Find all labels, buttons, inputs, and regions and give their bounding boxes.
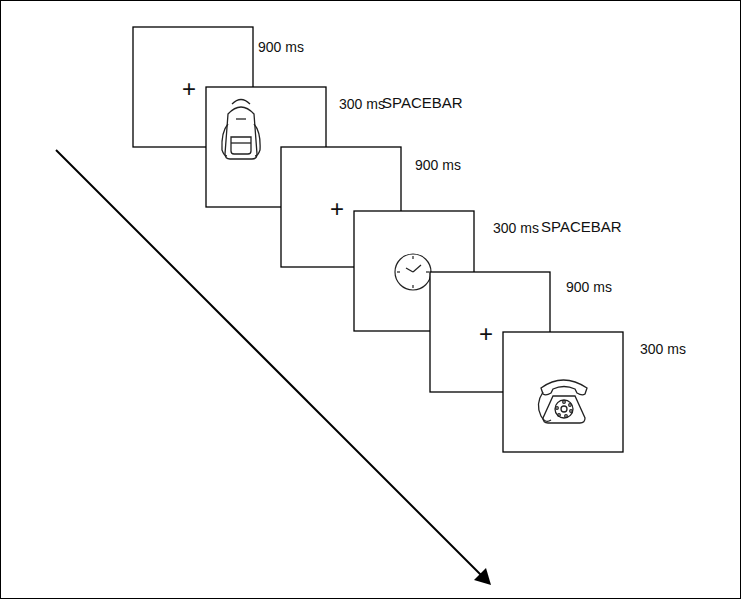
fixation-cross: + — [182, 76, 196, 102]
stimulus-frame: 300 ms — [503, 332, 623, 452]
fixation-frame: +900 ms — [133, 27, 253, 147]
stimulus-frame — [503, 332, 623, 452]
fixation-frame: +900 ms — [430, 272, 550, 392]
duration-label: 300 ms — [339, 97, 385, 112]
stimulus-frame: 300 msSPACEBAR — [206, 87, 326, 207]
response-key-label: SPACEBAR — [541, 219, 622, 236]
duration-label: 300 ms — [640, 342, 686, 357]
duration-label: 900 ms — [258, 40, 304, 55]
arrow-head — [474, 568, 491, 585]
fixation-frame: +900 ms — [281, 147, 401, 267]
duration-label: 900 ms — [566, 280, 612, 295]
fixation-cross: + — [330, 196, 344, 222]
stimulus-frame: 300 msSPACEBAR — [354, 211, 474, 331]
fixation-cross: + — [479, 321, 493, 347]
time-arrow — [56, 150, 484, 578]
telephone-icon — [538, 380, 587, 423]
duration-label: 300 ms — [493, 221, 539, 236]
response-key-label: SPACEBAR — [382, 95, 463, 112]
duration-label: 900 ms — [415, 158, 461, 173]
backpack-icon — [222, 100, 260, 160]
clock-icon — [395, 254, 431, 290]
